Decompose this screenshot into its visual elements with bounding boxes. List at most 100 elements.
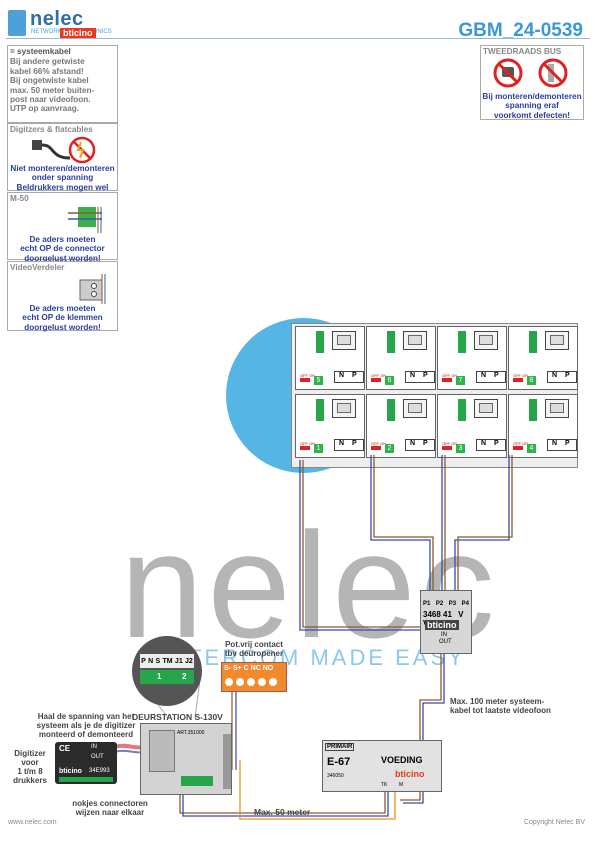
- monitor-terminal-icon: [316, 331, 324, 353]
- document-id: GBM_24-0539: [458, 20, 583, 41]
- monitor-number: 1: [314, 444, 323, 453]
- monitor-switch: [371, 446, 381, 450]
- monitor-switch: [300, 378, 310, 382]
- note-line: doorgelust worden!: [24, 253, 101, 263]
- power-primair: PRIMAIR: [325, 743, 355, 751]
- monitor-switch-label: OFF ON: [442, 441, 458, 446]
- note-digitizers: Digitzers & flatcables Niet monteren/dem…: [7, 123, 118, 192]
- monitor-n-label: N: [410, 440, 416, 447]
- note-cable: = systeemkabel Bij andere getwiste kabel…: [7, 45, 118, 123]
- partner-logo: bticino: [60, 28, 96, 38]
- monitor-switch-label: OFF ON: [371, 373, 387, 378]
- contact-terminals: S- S+ C NC NO: [224, 665, 274, 672]
- relay-contact-block: S- S+ C NC NO: [221, 662, 287, 692]
- max100-line: Max. 100 meter systeem-: [450, 697, 545, 706]
- monitor-terminal-icon: [529, 399, 537, 421]
- digitizer-ce: CE: [59, 744, 71, 753]
- monitor-switch-label: OFF ON: [300, 441, 316, 446]
- digitizer-label-line: voor: [21, 758, 39, 767]
- monitor-terminal-icon: [458, 399, 466, 421]
- digitizer-label: Digitizer voor 1 t/m 8 drukkers: [8, 749, 52, 785]
- monitor-terminal-icon: [387, 331, 395, 353]
- monitor-number: 4: [527, 444, 536, 453]
- monitor-terminal-icon: [316, 399, 324, 421]
- monitor-p-label: P: [423, 440, 428, 447]
- monitor-p-label: P: [565, 440, 570, 447]
- monitor-number: 7: [456, 376, 465, 385]
- video-distributor: P1 P2 P3 P4 3468 41 V V bticino IN OUT: [420, 590, 472, 654]
- power-brand: bticino: [395, 769, 425, 779]
- terminal-zoom: P N S TM J1 J2 1 2: [132, 636, 202, 706]
- monitor-switch: [371, 378, 381, 382]
- video-distributor-icon: [79, 274, 106, 304]
- monitor-terminal-icon: [529, 331, 537, 353]
- ds-unit-id: 1: [157, 672, 162, 681]
- monitor-n-label: N: [339, 372, 345, 379]
- note-videoverdeler: VideoVerdeler De aders moeten echt OP de…: [7, 261, 118, 332]
- monitor-switch-label: OFF ON: [371, 441, 387, 446]
- monitor-switch: [513, 446, 523, 450]
- ds-terminal: N: [148, 657, 154, 665]
- monitor-terminal-icon: [387, 399, 395, 421]
- max50-note: Max. 50 meter: [254, 807, 311, 817]
- ds-unit-id: 2: [182, 672, 187, 681]
- monitor-switch: [442, 378, 452, 382]
- note-line: UTP op aanvraag.: [10, 104, 80, 114]
- distributor-model: 3468 41: [423, 610, 452, 619]
- contact-title: Pot.vrij contact tbv deuropener: [223, 640, 285, 658]
- ds-terminal: TM: [162, 657, 173, 665]
- note-line: max. 50 meter buiten-: [10, 85, 95, 95]
- note-line: echt OP de klemmen: [22, 313, 103, 323]
- ds-terminal: J2: [185, 657, 193, 665]
- header-divider: [6, 38, 590, 39]
- monitor-terminal-icon: [458, 331, 466, 353]
- notch-note: nokjes connectoren wijzen naar elkaar: [60, 799, 160, 817]
- monitor-n-label: N: [481, 372, 487, 379]
- note-line: voorkomt defecten!: [494, 110, 570, 120]
- distributor-in: IN: [441, 632, 447, 638]
- digitizer-warning: Haal de spanning van het systeem als je …: [26, 712, 146, 739]
- max100-line: kabel tot laatste videofoon: [450, 706, 551, 715]
- digitizer-model: 34E993: [89, 768, 110, 774]
- monitor-switch: [300, 446, 310, 450]
- watermark-slogan: INTERCOM MADE EASY: [160, 645, 466, 670]
- monitor-screen-icon: [332, 399, 356, 418]
- note-digitizers-title: Digitzers & flatcables: [10, 125, 93, 134]
- note-line: De aders moeten: [29, 235, 96, 244]
- notch-note-line: wijzen naar elkaar: [75, 808, 145, 817]
- power-tk: TK: [381, 782, 388, 788]
- note-bus: TWEEDRAADS BUS Bij monteren/demonteren s…: [480, 45, 584, 120]
- digitizer-label-line: 1 t/m 8: [17, 767, 43, 776]
- note-line: Bij andere getwiste: [10, 57, 85, 67]
- notch-note-line: nokjes connectoren: [72, 799, 148, 808]
- digitizer-out: OUT: [91, 754, 104, 760]
- footer-right: Copyright Nelec BV: [523, 819, 585, 826]
- power-supply: PRIMAIR E-67 VOEDING 346050 bticino TK M: [322, 740, 442, 792]
- note-line: post naar videofoon.: [10, 95, 91, 105]
- monitor-p-label: P: [565, 372, 570, 379]
- monitor-switch: [513, 378, 523, 382]
- monitor-n-label: N: [339, 440, 345, 447]
- monitor-number: 3: [456, 444, 465, 453]
- ds-module: ART.351000: [177, 730, 205, 736]
- monitor-n-label: N: [552, 440, 558, 447]
- digitizer-warning-line: monteerd of demonteerd: [38, 730, 134, 739]
- note-line: Niet monteren/demonteren: [10, 164, 115, 173]
- monitor-p-label: P: [352, 440, 357, 447]
- port-label: P1: [423, 601, 431, 607]
- monitor-p-label: P: [494, 372, 499, 379]
- monitor-screen-icon: [545, 399, 569, 418]
- power-code: 346050: [327, 773, 344, 779]
- footer-left: www.nelec.com: [8, 819, 57, 826]
- monitor-n-label: N: [410, 372, 416, 379]
